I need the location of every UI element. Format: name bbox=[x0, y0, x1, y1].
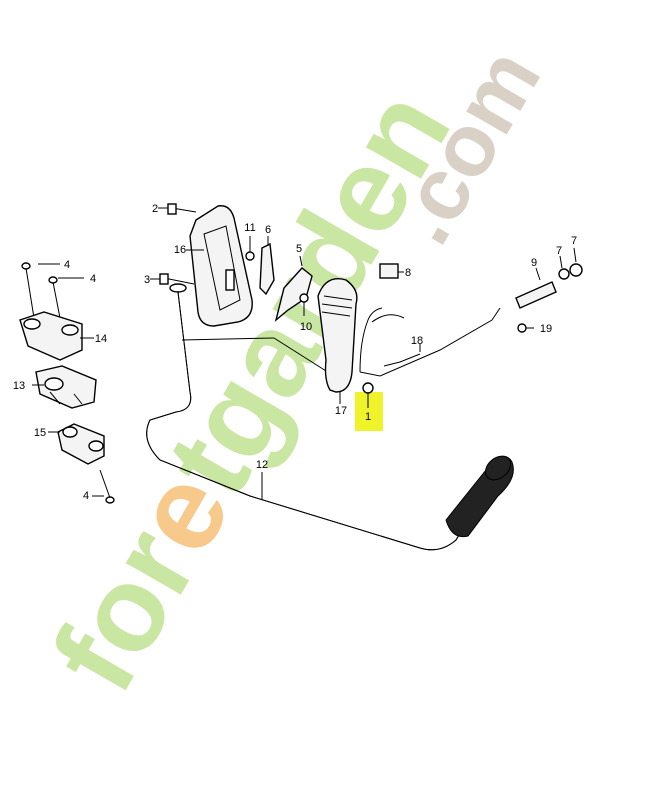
callout-7b: 7 bbox=[571, 235, 577, 247]
callout-10: 10 bbox=[300, 321, 312, 333]
watermark: foretgarden .com bbox=[26, 32, 559, 713]
callout-4a: 4 bbox=[64, 259, 70, 271]
callout-8: 8 bbox=[405, 267, 411, 279]
callout-14: 14 bbox=[95, 333, 107, 345]
callout-7a: 7 bbox=[556, 245, 562, 257]
callout-11: 11 bbox=[244, 222, 255, 234]
callout-15: 15 bbox=[34, 427, 46, 439]
callout-13: 13 bbox=[13, 380, 25, 392]
part-1-nut bbox=[362, 382, 374, 394]
callout-16: 16 bbox=[174, 244, 186, 256]
trigger-parts bbox=[245, 236, 313, 322]
callout-3: 3 bbox=[144, 274, 150, 286]
callout-labels: 1 2 3 4 4 4 5 6 7 7 8 9 10 11 12 13 14 1… bbox=[13, 203, 577, 502]
wiring-assembly bbox=[359, 263, 501, 377]
handle-bar bbox=[146, 283, 514, 551]
callout-4b: 4 bbox=[90, 273, 96, 285]
callout-6: 6 bbox=[265, 224, 271, 236]
highlight-box bbox=[355, 392, 383, 431]
callout-5: 5 bbox=[296, 243, 302, 255]
left-bracket-assembly bbox=[19, 262, 115, 504]
throttle-housing bbox=[317, 278, 358, 404]
callout-9: 9 bbox=[531, 257, 537, 269]
callout-17: 17 bbox=[335, 405, 347, 417]
callout-19: 19 bbox=[540, 323, 552, 335]
right-parts bbox=[515, 247, 583, 333]
callout-2: 2 bbox=[152, 203, 158, 215]
housing-assembly bbox=[150, 203, 253, 327]
callout-18: 18 bbox=[411, 335, 423, 347]
callout-4c: 4 bbox=[83, 490, 89, 502]
callout-12: 12 bbox=[256, 459, 268, 471]
callout-1: 1 bbox=[365, 411, 371, 423]
